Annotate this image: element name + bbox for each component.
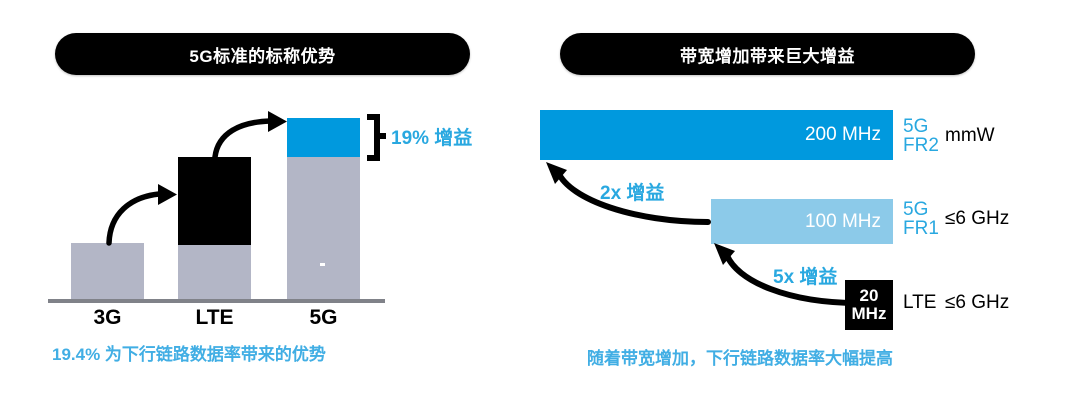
legend-lte-line1: LTE <box>903 292 937 314</box>
legend-5g-fr1-line2: FR1 <box>903 218 939 240</box>
chart-baseline <box>48 299 385 303</box>
legend-generation-5g-fr1: 5G FR1 <box>903 200 945 239</box>
bar-3g-base-segment <box>71 243 144 301</box>
bar-5g <box>287 118 360 301</box>
legend-band-mmw: mmW <box>945 125 995 147</box>
arrow-100-to-200-head <box>546 162 567 184</box>
gain-percentage-label: 19% 增益 <box>391 128 473 149</box>
arrow-3g-to-lte-curve <box>106 191 162 246</box>
legend-row-lte: LTE ≤6 GHz <box>903 292 1009 314</box>
bar-5g-base-segment <box>287 157 360 301</box>
bandwidth-bar-100mhz-label: 100 MHz <box>804 210 881 232</box>
left-panel: 5G标准的标称优势 3G LTE 5G 19% 增益 19.4% 为下行链路数据… <box>48 33 473 364</box>
bandwidth-bar-100mhz: 100 MHz <box>711 199 893 244</box>
right-panel-header-pill: 带宽增加带来巨大增益 <box>560 33 975 75</box>
bandwidth-bar-20mhz: 20 MHz <box>845 280 893 330</box>
category-label-lte: LTE <box>195 306 234 329</box>
legend-generation-5g-fr2: 5G FR2 <box>903 117 945 156</box>
bar-5g-increment-segment <box>287 118 360 157</box>
legend-generation-lte: LTE <box>903 292 945 314</box>
right-panel-caption: 随着带宽增加，下行链路数据率大幅提高 <box>587 349 893 368</box>
bar-lte <box>178 157 251 301</box>
left-panel-header-pill: 5G标准的标称优势 <box>55 33 470 75</box>
legend-5g-fr1-line1: 5G <box>903 199 929 220</box>
bar-lte-increment-segment <box>178 157 251 245</box>
legend-band-sub6-fr1: ≤6 GHz <box>945 208 1010 230</box>
bar-5g-marker-dot <box>320 263 325 266</box>
category-label-5g: 5G <box>309 306 338 329</box>
arrow-3g-to-lte-head <box>158 184 177 205</box>
category-label-3g: 3G <box>93 306 122 329</box>
legend-5g-fr2-line2: FR2 <box>903 135 939 157</box>
bar-3g <box>71 243 144 301</box>
arrow-20-to-100-head <box>714 243 735 265</box>
legend-5g-fr2-line1: 5G <box>903 116 929 137</box>
bandwidth-bar-200mhz: 200 MHz <box>540 110 893 160</box>
arrow-lte-to-5g-head <box>268 111 287 132</box>
bandwidth-bar-20mhz-unit: MHz <box>851 304 887 323</box>
bar-lte-base-segment <box>178 245 251 301</box>
gain-label-5x: 5x 增益 <box>773 267 838 288</box>
legend-row-5g-fr1: 5G FR1 ≤6 GHz <box>903 200 1009 239</box>
gain-bracket-icon <box>367 114 386 161</box>
arrow-lte-to-5g-curve <box>212 118 273 160</box>
left-panel-caption: 19.4% 为下行链路数据率带来的优势 <box>52 345 326 364</box>
legend-band-sub6-lte: ≤6 GHz <box>945 292 1010 313</box>
legend-row-5g-fr2: 5G FR2 mmW <box>903 117 995 156</box>
right-panel: 带宽增加带来巨大增益 200 MHz 100 MHz 20 MHz 5G FR2… <box>540 0 1080 408</box>
bandwidth-bar-20mhz-value: 20 <box>859 286 879 306</box>
bandwidth-bar-200mhz-label: 200 MHz <box>804 124 881 145</box>
gain-label-2x: 2x 增益 <box>600 183 665 204</box>
